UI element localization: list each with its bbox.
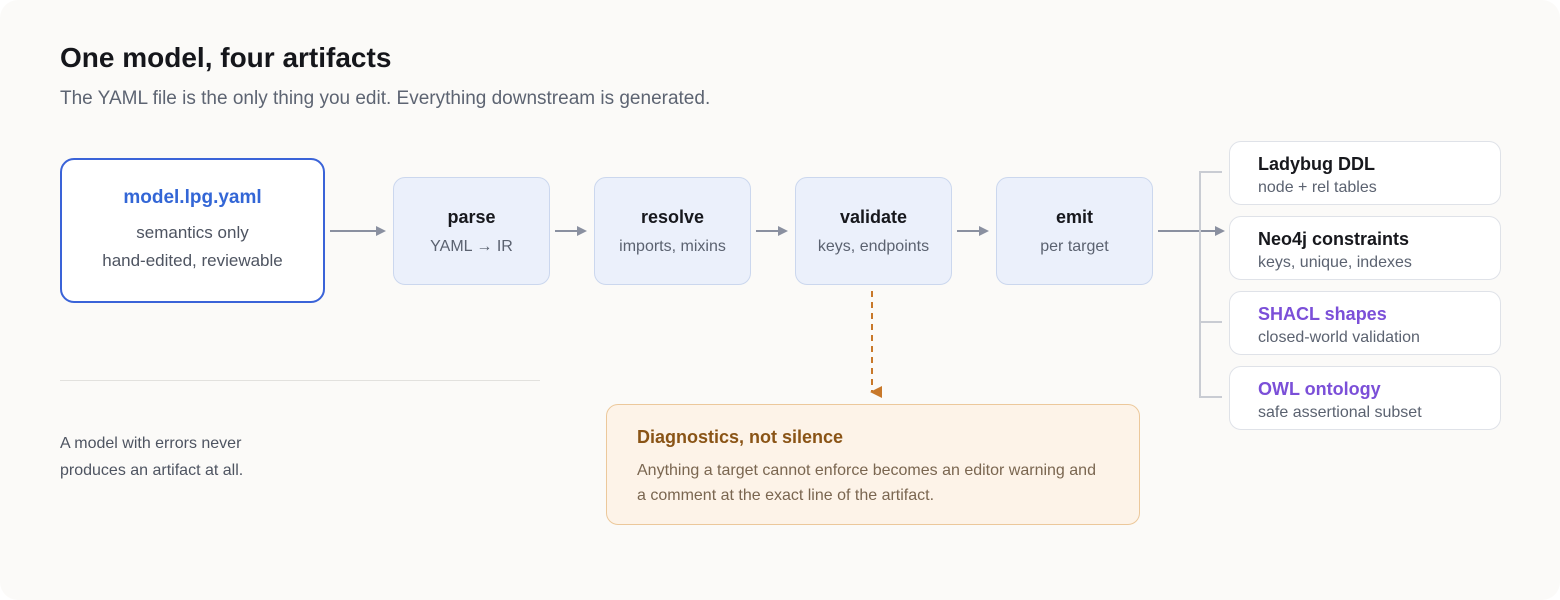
source-file-name: model.lpg.yaml <box>123 186 262 208</box>
output-shacl-shapes: SHACL shapes closed-world validation <box>1229 291 1501 355</box>
section-divider <box>60 380 540 381</box>
output-desc: closed-world validation <box>1258 329 1420 346</box>
diagnostics-box: Diagnostics, not silence Anything a targ… <box>606 404 1140 525</box>
stage-validate: validate keys, endpoints <box>795 177 952 285</box>
output-name: OWL ontology <box>1258 379 1381 399</box>
diagnostics-desc: Anything a target cannot enforce becomes… <box>637 462 1096 504</box>
stage-desc: YAML → IR <box>430 237 513 255</box>
stage-desc: imports, mixins <box>619 237 726 255</box>
stage-name: resolve <box>640 206 705 227</box>
source-file-line: semantics only <box>136 222 249 242</box>
stage-resolve: resolve imports, mixins <box>594 177 751 285</box>
stage-name: validate <box>839 206 908 227</box>
output-name: Ladybug DDL <box>1258 154 1375 174</box>
output-owl-ontology: OWL ontology safe assertional subset <box>1229 366 1501 430</box>
source-file-line: hand-edited, reviewable <box>102 250 283 270</box>
stage-desc: keys, endpoints <box>817 237 930 255</box>
source-file-box: model.lpg.yaml semantics only hand-edite… <box>60 158 325 303</box>
stage-desc: per target <box>1040 237 1109 255</box>
outputs-bracket <box>1199 171 1222 398</box>
stage-name: emit <box>1055 206 1093 227</box>
page-title: One model, four artifacts <box>60 42 392 73</box>
output-desc: node + rel tables <box>1258 179 1377 196</box>
output-neo4j-constraints: Neo4j constraints keys, unique, indexes <box>1229 216 1501 280</box>
diagnostics-title: Diagnostics, not silence <box>637 427 844 447</box>
output-desc: safe assertional subset <box>1258 404 1422 421</box>
output-name: Neo4j constraints <box>1258 229 1410 249</box>
stage-name: parse <box>447 206 496 227</box>
stage-emit: emit per target <box>996 177 1153 285</box>
output-name: SHACL shapes <box>1258 304 1387 324</box>
output-ladybug-ddl: Ladybug DDL node + rel tables <box>1229 141 1501 205</box>
output-desc: keys, unique, indexes <box>1258 254 1412 271</box>
stage-parse: parse YAML → IR <box>393 177 550 285</box>
side-note: A model with errors never produces an ar… <box>60 435 244 479</box>
page-subtitle: The YAML file is the only thing you edit… <box>60 88 711 109</box>
